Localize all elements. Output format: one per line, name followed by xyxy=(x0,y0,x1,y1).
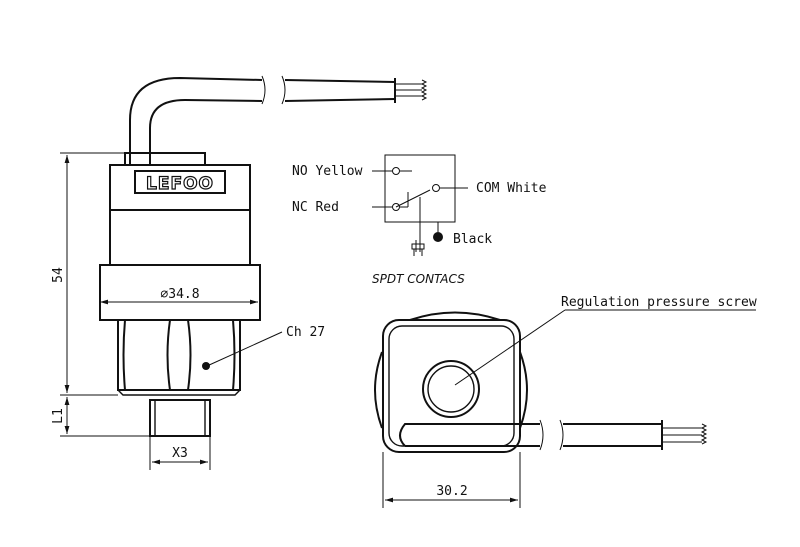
ground-label: Black xyxy=(453,232,492,247)
x3-label: X3 xyxy=(172,446,188,461)
width-label: 30.2 xyxy=(436,484,467,499)
top-view: Regulation pressure screw 30.2 xyxy=(374,295,757,508)
regulation-screw xyxy=(422,360,480,418)
hex-label: Ch 27 xyxy=(286,325,325,340)
middle-housing xyxy=(109,209,251,266)
cable-cap xyxy=(124,152,206,166)
top-body-outline xyxy=(382,319,521,453)
x3-dimension: X3 xyxy=(149,436,211,470)
flange-ring xyxy=(99,264,261,321)
hex-marker-dot xyxy=(202,362,210,370)
logo-plate xyxy=(134,170,226,194)
hex-nut xyxy=(117,319,241,396)
screw-label: Regulation pressure screw xyxy=(561,295,757,310)
com-label: COM White xyxy=(476,181,547,196)
height-label: 54 xyxy=(51,267,66,283)
hex-leader-line xyxy=(206,331,283,367)
screw-leader-line xyxy=(454,309,566,386)
logo-text: LEFOO xyxy=(146,174,214,194)
schematic-caption: SPDT CONTACS xyxy=(372,272,465,286)
diameter-label: ∅34.8 xyxy=(160,287,199,302)
nc-label: NC Red xyxy=(292,200,339,215)
front-cable xyxy=(129,75,428,165)
thread-connector xyxy=(140,394,220,437)
spdt-schematic: NO Yellow NC Red COM White Black SPDT CO… xyxy=(292,154,547,286)
l1-label: L1 xyxy=(51,408,66,424)
height-dimension: 54 xyxy=(51,152,125,396)
l1-dimension: L1 xyxy=(51,397,150,437)
no-label: NO Yellow xyxy=(292,164,363,179)
front-view: LEFOO ∅34.8 Ch 27 xyxy=(51,75,428,470)
